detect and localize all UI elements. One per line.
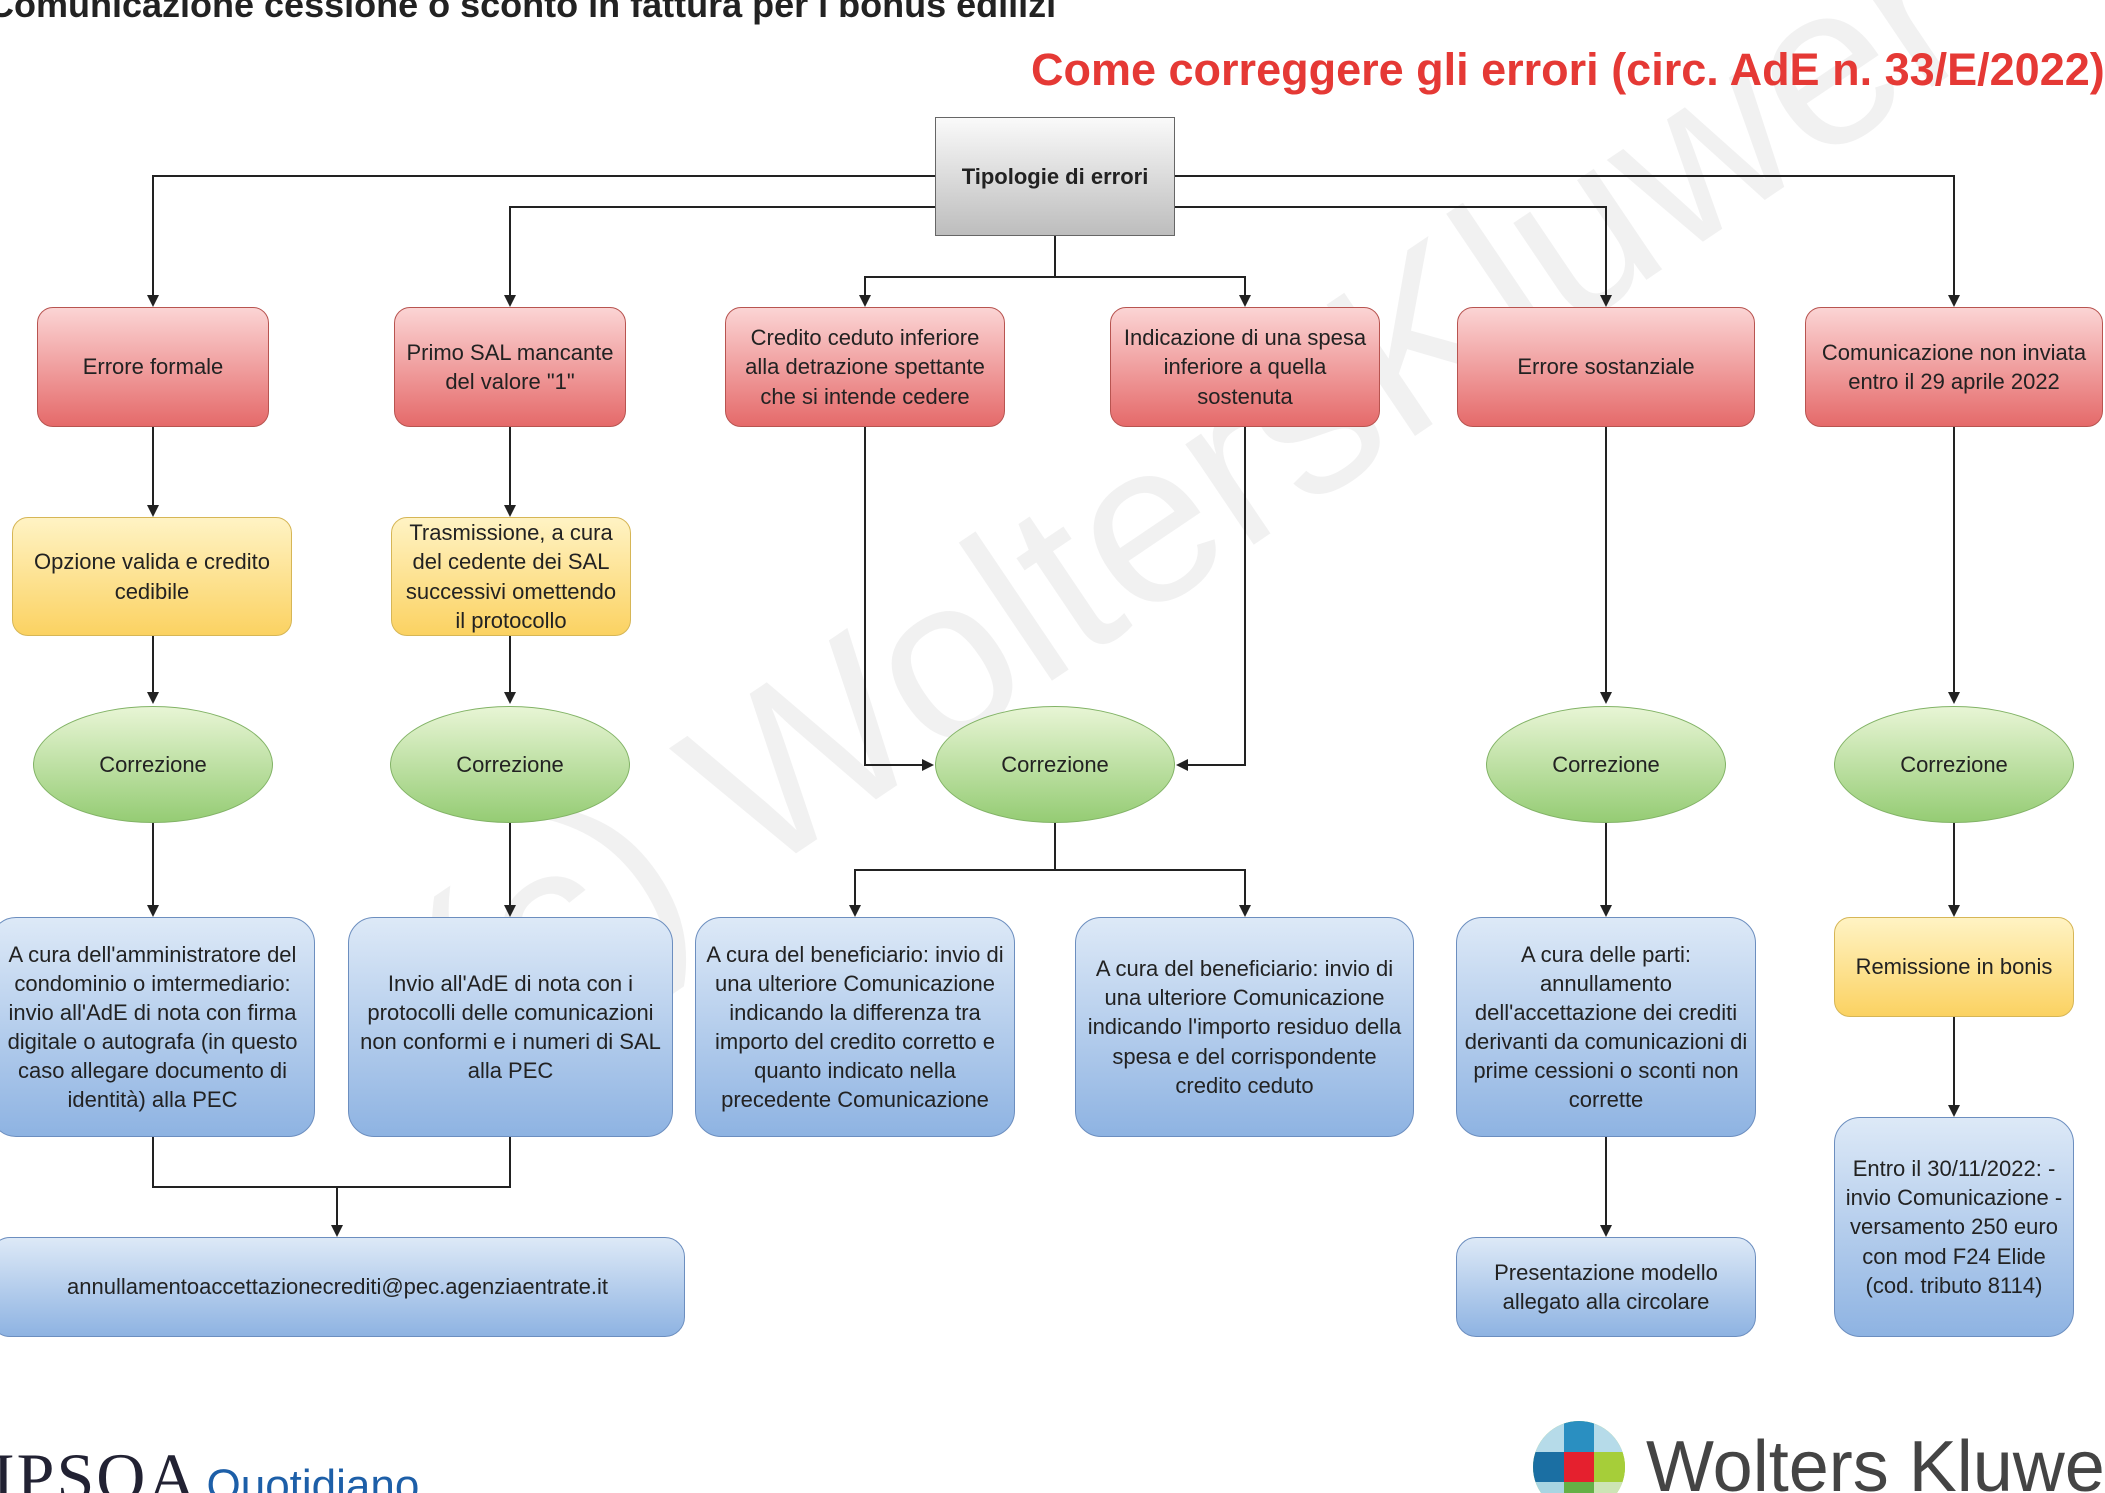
correction-node: Correzione bbox=[390, 706, 630, 823]
error-type-sostanziale: Errore sostanziale bbox=[1457, 307, 1755, 427]
page-subtitle: Come correggere gli errori (circ. AdE n.… bbox=[1031, 44, 2105, 95]
outcome-opzione-valida: Opzione valida e credito cedibile bbox=[12, 517, 292, 636]
connector bbox=[1175, 206, 1612, 307]
connector bbox=[849, 823, 1056, 917]
presentation-modello: Presentazione modello allegato alla circ… bbox=[1456, 1237, 1756, 1337]
wolters-kluwer-logo: Wolters Kluwer bbox=[1532, 1420, 2105, 1493]
ipsoa-product: Quotidiano bbox=[206, 1461, 420, 1493]
action-remissione-bonis: Remissione in bonis bbox=[1834, 917, 2074, 1017]
correction-node: Correzione bbox=[935, 706, 1175, 823]
connector bbox=[147, 175, 935, 307]
error-type-formale: Errore formale bbox=[37, 307, 269, 427]
wolters-kluwer-brand: Wolters Kluwer bbox=[1646, 1427, 2105, 1493]
error-type-primo-sal: Primo SAL mancante del valore "1" bbox=[394, 307, 626, 427]
action-amministratore: A cura dell'amministratore del condomini… bbox=[0, 917, 315, 1137]
connector bbox=[504, 206, 935, 307]
page-title: Comunicazione cessione o sconto in fattu… bbox=[0, 0, 1057, 25]
action-annullamento: A cura delle parti: annullamento dell'ac… bbox=[1456, 917, 1756, 1137]
action-beneficiario-differenza: A cura del beneficiario: invio di una ul… bbox=[695, 917, 1015, 1137]
outcome-trasmissione-sal: Trasmissione, a cura del cedente dei SAL… bbox=[391, 517, 631, 636]
error-type-credito-inferiore: Credito ceduto inferiore alla detrazione… bbox=[725, 307, 1005, 427]
correction-node: Correzione bbox=[1834, 706, 2074, 823]
connector bbox=[1055, 869, 1251, 917]
connector bbox=[152, 1137, 511, 1188]
action-invio-nota: Invio all'AdE di nota con i protocolli d… bbox=[348, 917, 673, 1137]
connector bbox=[1176, 427, 1246, 771]
connector bbox=[864, 427, 934, 771]
connector bbox=[859, 236, 1056, 307]
connector bbox=[1055, 276, 1251, 307]
connector bbox=[1175, 175, 1960, 307]
pec-address: annullamentoaccettazionecrediti@pec.agen… bbox=[0, 1237, 685, 1337]
error-type-spesa-inferiore: Indicazione di una spesa inferiore a que… bbox=[1110, 307, 1380, 427]
correction-node: Correzione bbox=[33, 706, 273, 823]
deadline-note: Entro il 30/11/2022: -invio Comunicazion… bbox=[1834, 1117, 2074, 1337]
wolters-kluwer-mark-icon bbox=[1533, 1421, 1625, 1493]
error-type-non-inviata: Comunicazione non inviata entro il 29 ap… bbox=[1805, 307, 2103, 427]
correction-node: Correzione bbox=[1486, 706, 1726, 823]
root-node: Tipologie di errori bbox=[935, 117, 1175, 236]
ipsoa-brand: IPSOA bbox=[0, 1439, 199, 1493]
action-beneficiario-residuo: A cura del beneficiario: invio di una ul… bbox=[1075, 917, 1414, 1137]
